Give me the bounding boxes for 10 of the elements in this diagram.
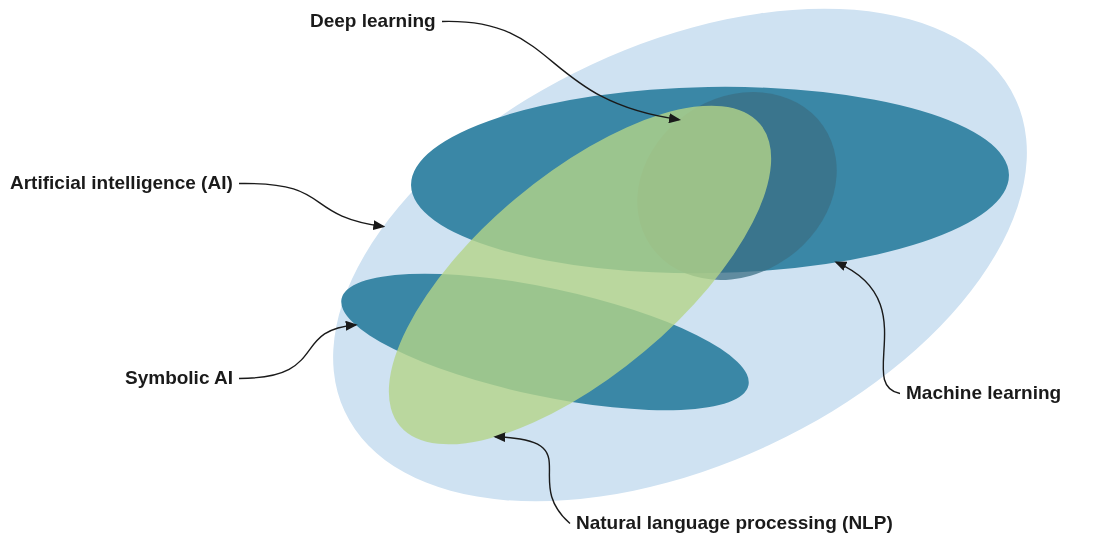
region-label: Artificial intelligence (AI) <box>10 172 233 195</box>
region-label: Machine learning <box>906 382 1062 405</box>
leader-arrow <box>493 432 571 525</box>
region-label: Symbolic AI <box>125 367 234 390</box>
leader-arrow <box>441 20 681 123</box>
leader-arrow <box>238 321 358 380</box>
region-label: Deep learning <box>310 10 436 33</box>
leader-arrow <box>238 182 386 230</box>
region-label: Natural language processing (NLP) <box>576 512 893 535</box>
leader-arrow <box>834 261 901 395</box>
